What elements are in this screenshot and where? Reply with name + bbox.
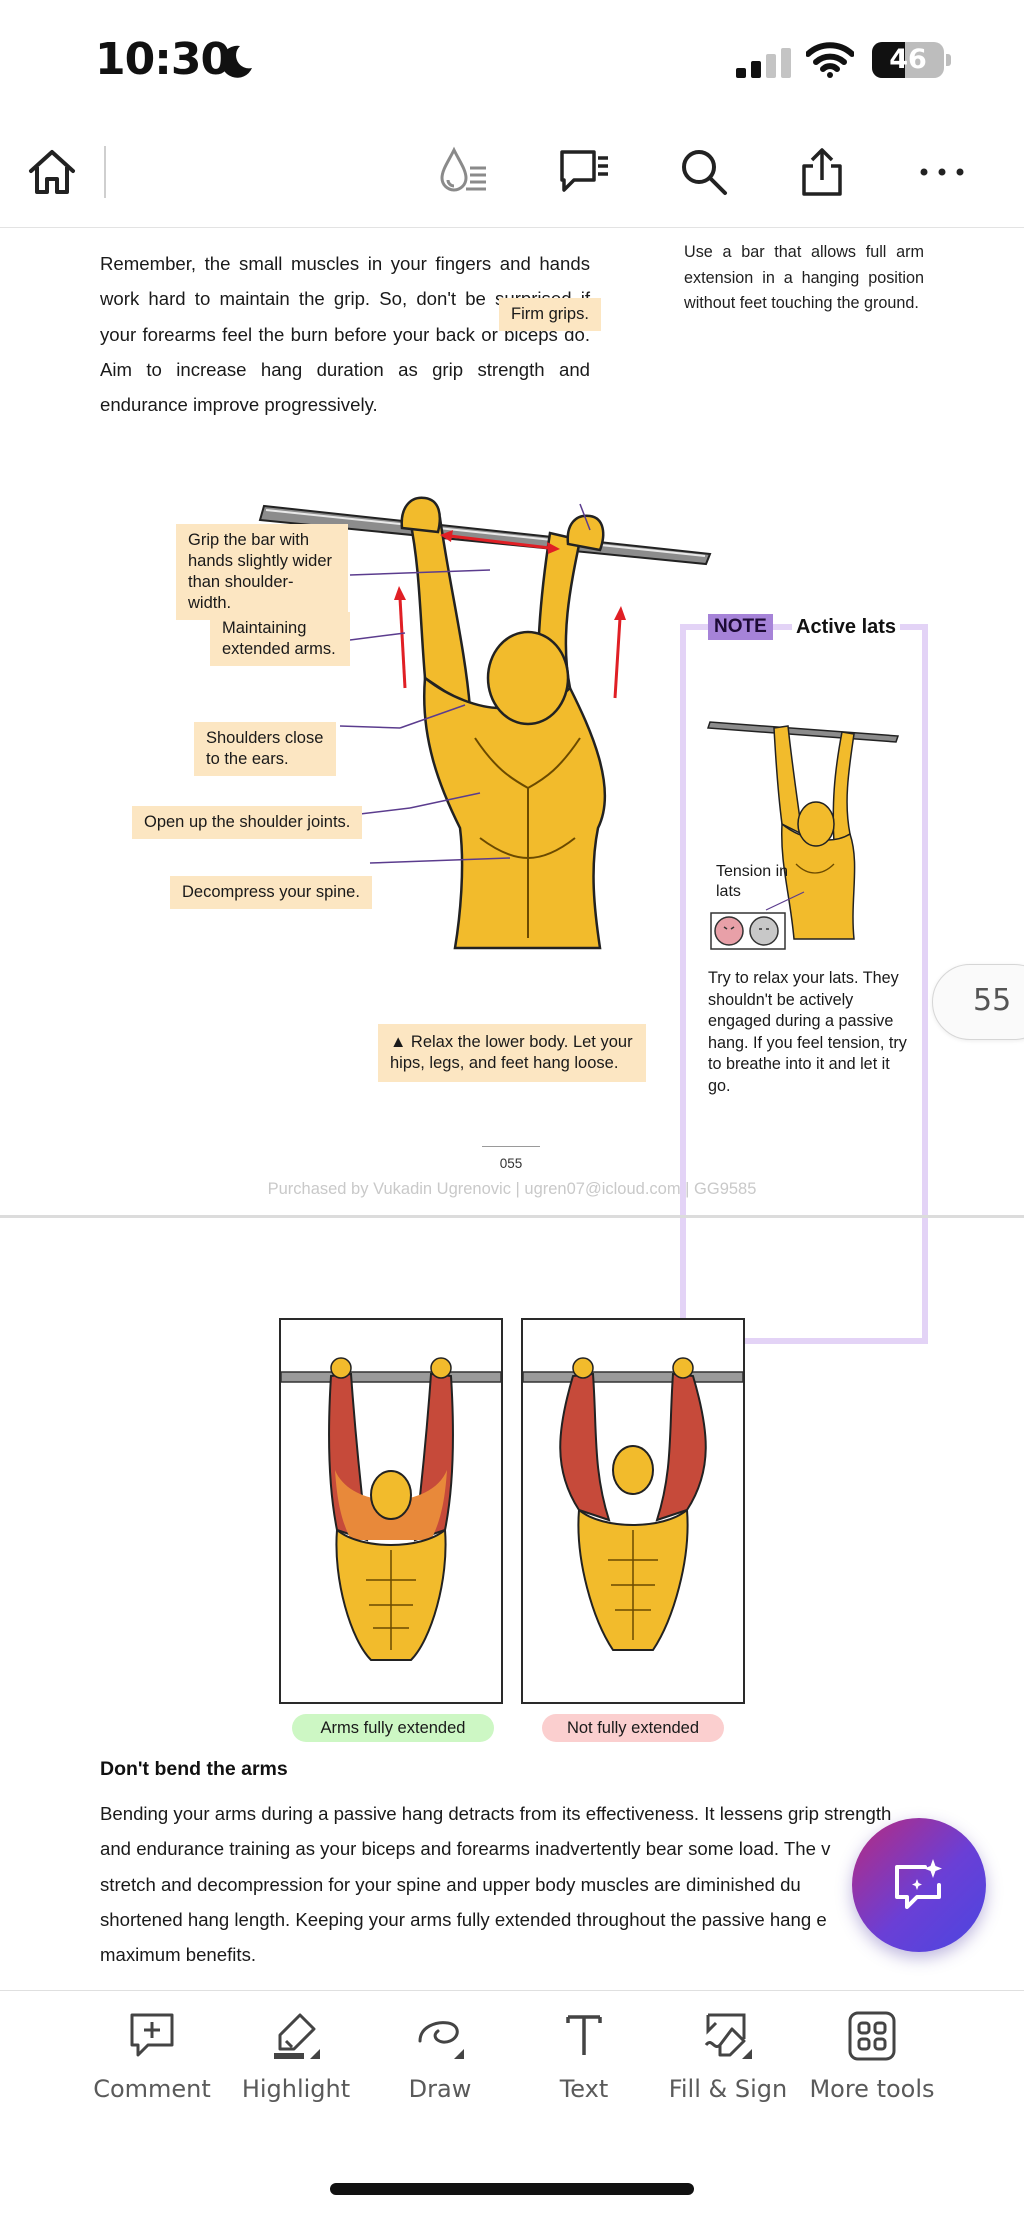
callout-extended-arms: Maintaining extended arms.	[210, 612, 350, 666]
home-indicator[interactable]	[330, 2183, 694, 2195]
label-not-fully-extended: Not fully extended	[542, 1714, 724, 1742]
status-time: 10:30	[95, 34, 231, 85]
more-tools-icon	[848, 2011, 896, 2061]
page-number: 055	[499, 1156, 523, 1171]
battery-fill	[872, 42, 906, 78]
page-indicator-number: 55	[973, 983, 1012, 1018]
share-button[interactable]	[790, 140, 854, 204]
body-line: Bending your arms during a passive hang …	[100, 1803, 892, 1824]
lats-tension-label: Tension in lats	[716, 863, 789, 900]
page-number-rule	[482, 1146, 540, 1147]
cellular-signal-icon	[736, 48, 791, 78]
hanging-figure-illustration	[258, 496, 712, 950]
text-icon	[566, 2015, 602, 2055]
home-button[interactable]	[20, 140, 84, 204]
toolbar-divider	[104, 146, 106, 198]
bar-side-note: Use a bar that allows full arm extension…	[684, 243, 924, 312]
battery-icon: 46	[872, 42, 951, 78]
note-active-lats: NOTE Active lats Tension in lats Try to …	[680, 614, 928, 1344]
tool-label: Text	[559, 2075, 609, 2103]
panel-not-extended	[521, 1318, 745, 1704]
more-options-button[interactable]	[910, 140, 974, 204]
bottom-tools-bar: Comment Highlight Draw Text	[0, 1990, 1024, 2215]
callout-decompress: Decompress your spine.	[170, 876, 372, 909]
body-line: stretch and decompression for your spine…	[100, 1873, 801, 1895]
ai-assistant-icon	[895, 1859, 942, 1909]
highlighter-icon	[274, 2013, 320, 2059]
callout-grip-wider: Grip the bar with hands slightly wider t…	[176, 524, 348, 620]
draw-icon	[418, 2021, 464, 2059]
lats-figure-illustration	[706, 721, 900, 940]
callout-open-shoulder: Open up the shoulder joints.	[132, 806, 363, 839]
moon-icon	[221, 45, 252, 78]
share-icon	[802, 148, 842, 196]
tool-comment[interactable]: Comment	[80, 2011, 224, 2111]
section-body: Bending your arms during a passive hang …	[100, 1796, 940, 1972]
search-icon	[682, 150, 727, 195]
body-line: shortened hang length. Keeping your arms…	[100, 1908, 827, 1930]
comments-list-button[interactable]	[552, 140, 616, 204]
comments-list-icon	[560, 150, 608, 192]
page-separator	[0, 1215, 1024, 1218]
document-page-56[interactable]: Arms fully extended Not fully extended D…	[0, 1218, 1024, 1990]
document-page-55[interactable]: Remember, the small muscles in your fing…	[0, 228, 1024, 1344]
liquid-mode-icon	[440, 146, 486, 192]
tool-label: Comment	[93, 2075, 211, 2103]
tension-faces-icon	[710, 912, 786, 950]
relax-lower-body-callout: ▲ Relax the lower body. Let your hips, l…	[378, 1024, 646, 1082]
callout-firm-grips: Firm grips.	[499, 298, 601, 331]
triangle-up-icon: ▲	[390, 1033, 411, 1051]
tool-draw[interactable]: Draw	[368, 2011, 512, 2111]
ai-assistant-button[interactable]	[852, 1818, 986, 1952]
comment-add-icon	[130, 2013, 174, 2057]
callout-shoulders: Shoulders close to the ears.	[194, 722, 336, 776]
tool-highlight[interactable]: Highlight	[224, 2011, 368, 2111]
tool-more-tools[interactable]: More tools	[800, 2011, 944, 2111]
note-text: Try to relax your lats. They shouldn't b…	[708, 969, 907, 1095]
arms-bent-illustration	[523, 1357, 743, 1651]
tool-text[interactable]: Text	[512, 2011, 656, 2111]
body-line: maximum benefits.	[100, 1944, 257, 1966]
liquid-mode-button[interactable]	[432, 140, 496, 204]
page-indicator[interactable]: 55	[932, 964, 1024, 1040]
panel-arms-extended	[279, 1318, 503, 1704]
tool-label: Fill & Sign	[668, 2075, 788, 2103]
battery-percent: 46	[889, 44, 927, 75]
purchase-watermark: Purchased by Vukadin Ugrenovic | ugren07…	[267, 1180, 757, 1198]
intro-paragraph: Remember, the small muscles in your fing…	[100, 253, 590, 416]
label-arms-fully-extended: Arms fully extended	[292, 1714, 494, 1742]
arms-extended-illustration	[281, 1357, 501, 1661]
relax-note-text: Relax the lower body. Let your hips, leg…	[390, 1033, 633, 1072]
more-icon	[920, 168, 964, 176]
home-icon	[29, 150, 75, 194]
fill-sign-icon	[704, 2013, 752, 2059]
status-bar: 10:30 46	[0, 0, 1024, 120]
note-title: Active lats	[792, 616, 901, 639]
tool-label: Highlight	[241, 2075, 351, 2103]
tool-fill-sign[interactable]: Fill & Sign	[656, 2011, 800, 2111]
tool-label: More tools	[809, 2075, 935, 2103]
body-line: and endurance training as your biceps an…	[100, 1838, 831, 1860]
note-tag: NOTE	[708, 614, 773, 640]
tool-label: Draw	[408, 2075, 472, 2103]
section-heading: Don't bend the arms	[100, 1758, 288, 1780]
search-button[interactable]	[672, 140, 736, 204]
top-toolbar	[0, 120, 1024, 228]
wifi-icon	[806, 42, 854, 78]
